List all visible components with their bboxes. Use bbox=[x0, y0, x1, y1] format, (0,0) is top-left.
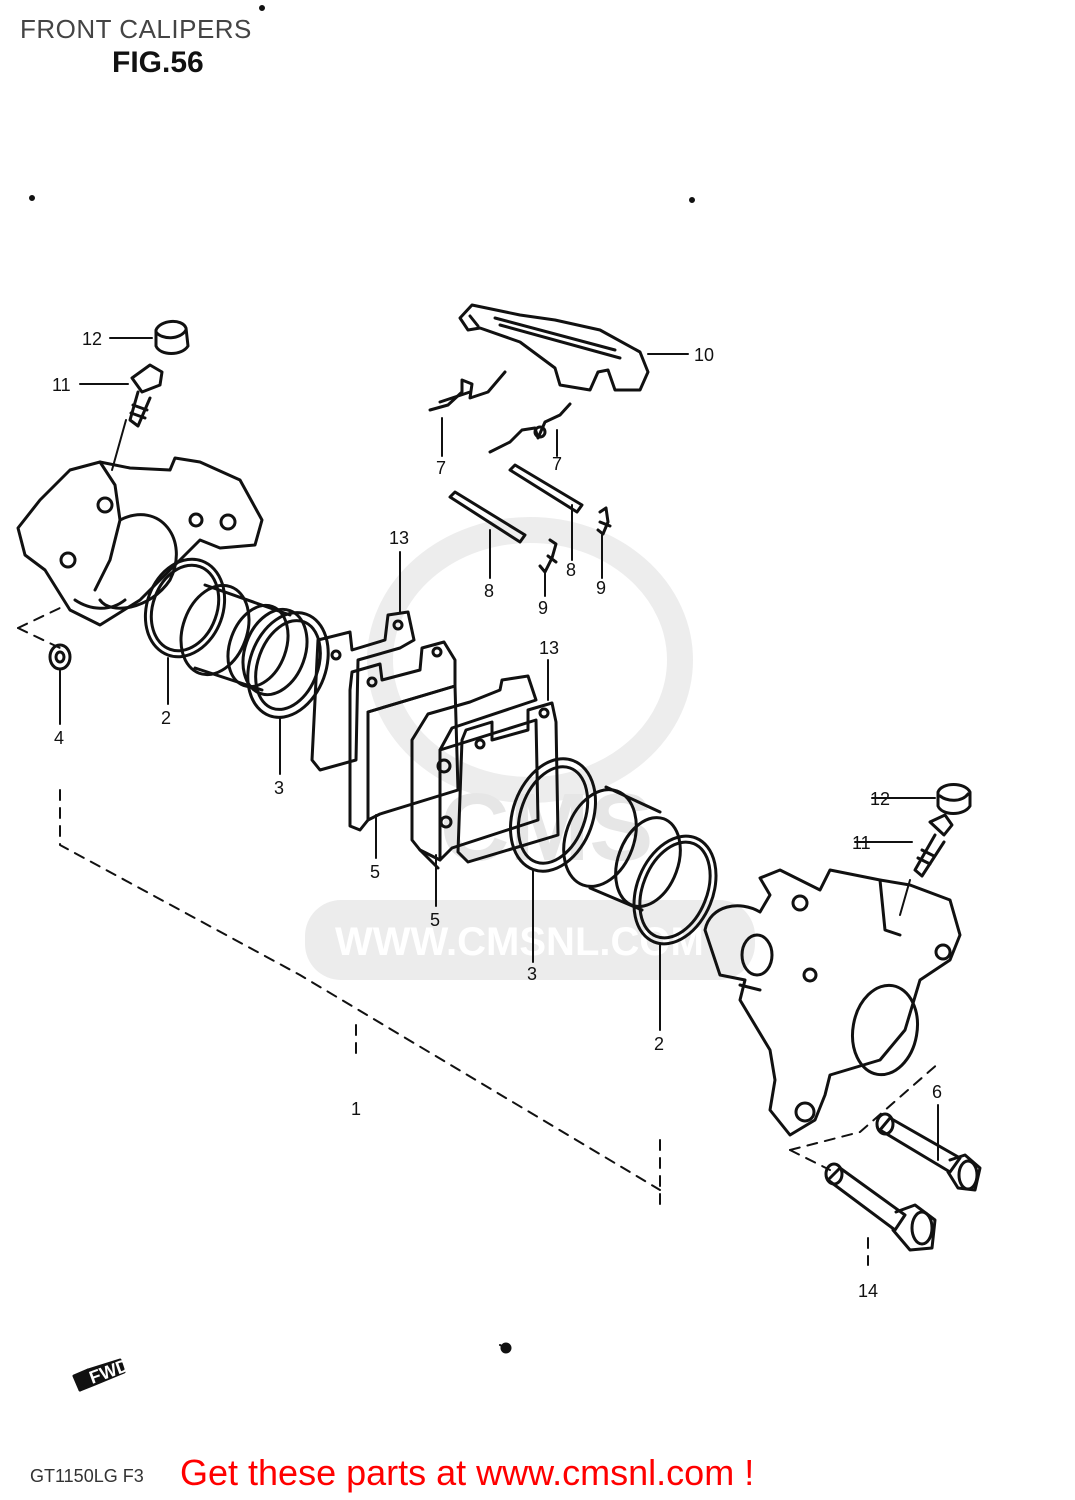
forward-arrow-icon bbox=[72, 1358, 126, 1392]
label-11-right: 11 bbox=[852, 833, 871, 853]
label-2-left: 2 bbox=[161, 708, 171, 728]
label-4: 4 bbox=[54, 728, 64, 748]
cta-link[interactable]: Get these parts at www.cmsnl.com ! bbox=[180, 1452, 755, 1493]
label-3-left: 3 bbox=[274, 778, 284, 798]
pad-shim-left bbox=[310, 610, 416, 772]
label-5-upper: 5 bbox=[370, 862, 380, 882]
left-caliper-body bbox=[16, 456, 264, 627]
label-9-left: 9 bbox=[538, 598, 548, 618]
watermark-site: WWW.CMSNL.COM bbox=[335, 920, 704, 964]
left-bleeder-valve bbox=[111, 363, 164, 471]
label-14: 14 bbox=[858, 1281, 878, 1301]
fwd-label: FWD bbox=[87, 1355, 132, 1388]
label-2-right: 2 bbox=[654, 1034, 664, 1054]
right-bleeder-valve bbox=[899, 813, 954, 916]
left-bleeder-cap bbox=[154, 320, 190, 355]
label-13-left: 13 bbox=[389, 528, 409, 548]
pad-spring-right bbox=[488, 402, 572, 454]
diagram-code: GT1150LG F3 bbox=[30, 1466, 144, 1486]
clip-left bbox=[538, 538, 558, 574]
clip-right bbox=[596, 506, 612, 536]
pad-pin-right bbox=[508, 463, 584, 514]
label-13-right: 13 bbox=[539, 638, 559, 658]
pad-pin-left bbox=[448, 490, 527, 544]
figure-number: FIG.56 bbox=[112, 46, 204, 79]
watermark: CMS WWW.CMSNL.COM bbox=[305, 517, 755, 980]
label-8-right: 8 bbox=[566, 560, 576, 580]
label-7-left: 7 bbox=[436, 458, 446, 478]
label-12-right: 12 bbox=[870, 789, 890, 809]
mounting-bolt-lower bbox=[824, 1162, 937, 1252]
label-7-right: 7 bbox=[552, 454, 562, 474]
label-3-right: 3 bbox=[527, 964, 537, 984]
label-1: 1 bbox=[351, 1099, 361, 1119]
right-piston-seal bbox=[632, 834, 718, 946]
left-piston bbox=[179, 583, 309, 697]
page-title: FRONT CALIPERS bbox=[20, 14, 252, 44]
label-6: 6 bbox=[932, 1082, 942, 1102]
pad-spring-plate bbox=[458, 303, 650, 392]
pad-spring-left bbox=[428, 370, 507, 412]
left-piston-seal bbox=[143, 557, 227, 659]
brake-pad-left-inner bbox=[410, 674, 540, 870]
part-labels: 12 11 10 7 7 8 8 9 9 13 13 4 2 3 5 5 3 2… bbox=[52, 329, 942, 1388]
right-bleeder-cap bbox=[936, 783, 972, 815]
watermark-logo: CMS bbox=[440, 774, 653, 881]
label-11-left: 11 bbox=[52, 375, 71, 395]
right-caliper-body bbox=[703, 868, 962, 1137]
label-12-left: 12 bbox=[82, 329, 102, 349]
mounting-bolt-upper bbox=[875, 1112, 982, 1192]
leader-lines bbox=[59, 337, 939, 1161]
assembly-guide-lines bbox=[17, 607, 941, 1351]
label-9-right: 9 bbox=[596, 578, 606, 598]
pad-shim-right bbox=[456, 701, 560, 864]
label-5-lower: 5 bbox=[430, 910, 440, 930]
label-8-left: 8 bbox=[484, 581, 494, 601]
label-10: 10 bbox=[694, 345, 714, 365]
